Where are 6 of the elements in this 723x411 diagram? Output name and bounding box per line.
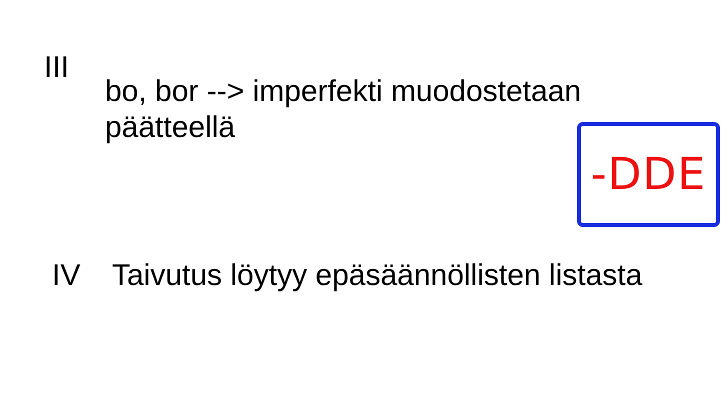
rule-text: bo, bor --> imperfekti muodostetaan päätteellä xyxy=(105,74,582,146)
framed-box xyxy=(577,122,720,227)
rule-text: Taivutus löytyy epäsäännöllisten listasta xyxy=(112,258,644,294)
suffix-text: -DDE xyxy=(590,149,706,200)
roman-numeral: IV xyxy=(52,258,82,294)
roman-numeral: III xyxy=(44,50,70,86)
